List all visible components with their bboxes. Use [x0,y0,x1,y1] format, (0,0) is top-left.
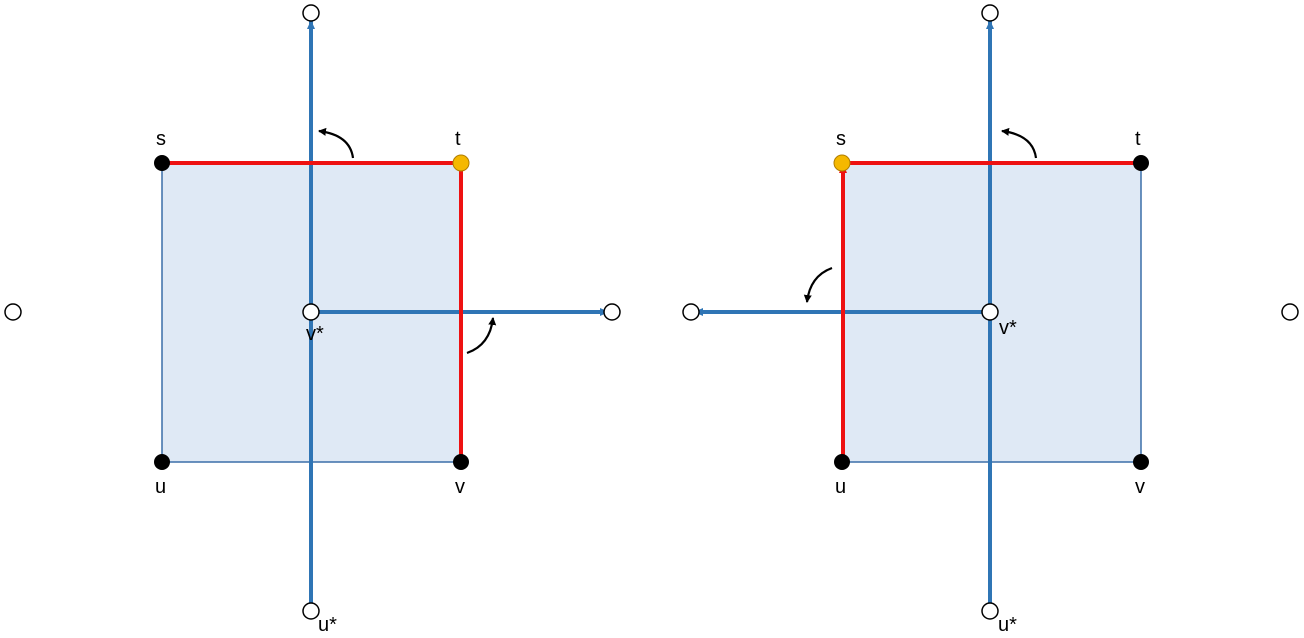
left-rotation-arrow-top [318,127,355,159]
left-panel: s t u v v* u* [154,4,621,636]
right-panel: s t u v v* u* [682,4,1149,636]
left-label-v: v [455,476,465,498]
left-vertex-u [154,454,170,470]
outer-dual-vertex-right [1281,303,1299,321]
right-vertex-s [833,154,851,172]
left-dual-vertex-top [302,4,320,22]
right-vertex-v [1133,454,1149,470]
right-dual-vertex-top [981,4,999,22]
left-dual-vertex-right [603,303,621,321]
right-label-t: t [1135,128,1141,150]
right-label-v: v [1135,476,1145,498]
left-vertex-s [154,155,170,171]
left-rotation-arrow-right [466,317,497,355]
left-vertex-v [453,454,469,470]
left-label-v-star: v* [306,323,324,345]
left-dual-vertex-u-star [302,602,320,620]
left-vertex-t [452,154,470,172]
right-vertex-u [834,454,850,470]
right-vertex-t [1133,155,1149,171]
left-label-s: s [156,128,166,150]
outer-dual-vertex-left [4,303,22,321]
left-dual-vertex-v-star [302,303,320,321]
right-dual-vertex-u-star [981,602,999,620]
right-dual-vertex-v-star [981,303,999,321]
right-rotation-arrow-top [1001,127,1038,159]
left-label-t: t [455,128,461,150]
right-label-v-star: v* [999,317,1017,339]
right-rotation-arrow-left [803,266,833,303]
right-label-u: u [835,476,846,498]
right-label-u-star: u* [998,614,1017,636]
left-label-u: u [155,476,166,498]
right-label-s: s [836,128,846,150]
left-label-u-star: u* [318,614,337,636]
right-dual-vertex-left [682,303,700,321]
